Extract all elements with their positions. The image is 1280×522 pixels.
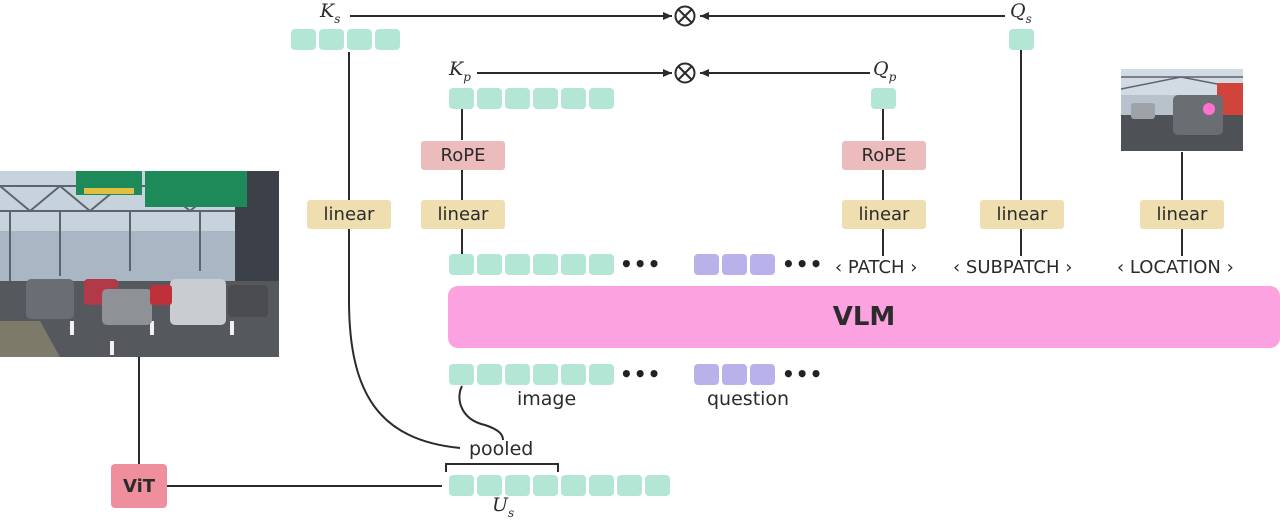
image-token [533, 364, 558, 385]
qs-label: Qs [1010, 0, 1032, 26]
ks-token-row [291, 29, 400, 50]
image-token [449, 88, 474, 109]
us-token-row [449, 475, 670, 496]
image-token [589, 88, 614, 109]
question-token [750, 364, 775, 385]
image-token [533, 254, 558, 275]
image-token [871, 88, 896, 109]
image-token [347, 29, 372, 50]
linear-box: linear [842, 200, 926, 229]
multiply-icon [674, 62, 696, 84]
vlm-block: VLM [448, 286, 1280, 348]
qs-token-row [1009, 29, 1034, 50]
image-token [589, 475, 614, 496]
road-scene-thumbnail [1121, 69, 1243, 151]
image-token [477, 364, 502, 385]
image-token [505, 254, 530, 275]
multiply-icon [674, 5, 696, 27]
image-token [477, 254, 502, 275]
question-token-row-top [694, 254, 775, 275]
vit-box: ViT [111, 464, 167, 508]
image-token [561, 88, 586, 109]
question-token [694, 254, 719, 275]
ellipsis: ••• [620, 362, 662, 386]
rope-box: RoPE [421, 141, 505, 170]
ellipsis: ••• [782, 252, 824, 276]
image-token [617, 475, 642, 496]
location-token-label: ‹ LOCATION › [1117, 257, 1234, 278]
image-token [505, 364, 530, 385]
image-token [449, 254, 474, 275]
image-token [561, 364, 586, 385]
image-token [1009, 29, 1034, 50]
image-token [319, 29, 344, 50]
image-token [449, 475, 474, 496]
linear-box: linear [307, 200, 391, 229]
linear-box: linear [980, 200, 1064, 229]
ellipsis: ••• [782, 362, 824, 386]
image-token [561, 475, 586, 496]
question-token-row-bottom [694, 364, 775, 385]
image-token [589, 254, 614, 275]
question-token [722, 254, 747, 275]
question-token [694, 364, 719, 385]
image-token [375, 29, 400, 50]
kp-label: Kp [449, 58, 471, 84]
rope-box: RoPE [842, 141, 926, 170]
qp-token-row [871, 88, 896, 109]
ellipsis: ••• [620, 252, 662, 276]
image-token [505, 475, 530, 496]
image-token [477, 88, 502, 109]
image-token [291, 29, 316, 50]
question-label: question [707, 388, 790, 410]
image-token-row-bottom [449, 364, 614, 385]
image-token [533, 475, 558, 496]
question-token [750, 254, 775, 275]
pooled-label: pooled [469, 438, 534, 460]
image-token [561, 254, 586, 275]
ks-label: Ks [320, 0, 341, 26]
image-token [477, 475, 502, 496]
linear-box: linear [1140, 200, 1224, 229]
image-label: image [517, 388, 577, 410]
image-token [533, 88, 558, 109]
image-token [645, 475, 670, 496]
linear-box: linear [421, 200, 505, 229]
subpatch-token-label: ‹ SUBPATCH › [953, 257, 1073, 278]
road-scene-photo [0, 171, 279, 357]
image-token [589, 364, 614, 385]
us-label: Us [492, 494, 515, 520]
image-token [449, 364, 474, 385]
patch-token-label: ‹ PATCH › [835, 257, 918, 278]
question-token [722, 364, 747, 385]
image-token-row-top [449, 254, 614, 275]
kp-token-row [449, 88, 614, 109]
image-token [505, 88, 530, 109]
qp-label: Qp [873, 58, 897, 84]
